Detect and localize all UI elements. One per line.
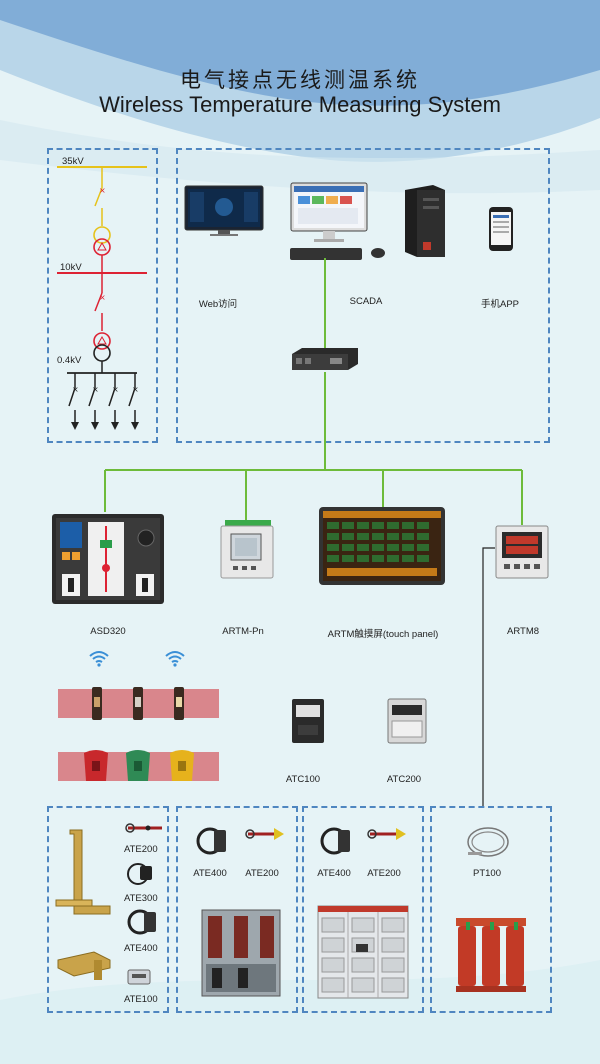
- sensor-box-3: [302, 806, 424, 1013]
- label-box2-ate400: ATE400: [193, 868, 227, 879]
- title-chinese: 电气接点无线测温系统: [180, 68, 420, 92]
- title-english: Wireless Temperature Measuring System: [99, 92, 501, 117]
- label-artm-pn: ARTM-Pn: [222, 626, 264, 637]
- label-artm-touch: ARTM触摸屏(touch panel): [327, 629, 439, 640]
- asd320-device-icon: [52, 514, 164, 604]
- label-10kv: 10kV: [60, 262, 82, 273]
- label-atc200: ATC200: [386, 774, 422, 785]
- label-box3-ate200: ATE200: [367, 868, 401, 879]
- svg-text:×: ×: [132, 385, 139, 394]
- label-box1-ate400: ATE400: [124, 943, 158, 954]
- label-35kv: 35kV: [62, 156, 84, 167]
- wifi-icon: [89, 651, 109, 667]
- label-04kv: 0.4kV: [57, 355, 82, 366]
- label-box1-ate100: ATE100: [124, 994, 158, 1005]
- ate200-probe-icon: [245, 828, 284, 840]
- label-atc100: ATC100: [285, 774, 321, 785]
- atc200-device-icon: [387, 698, 427, 744]
- label-box1-ate200: ATE200: [124, 844, 158, 855]
- label-box1-ate300: ATE300: [124, 893, 158, 904]
- single-line-diagram: × × × × × ×: [57, 166, 147, 430]
- mobile-phone-icon: [489, 207, 513, 251]
- svg-text:×: ×: [112, 385, 119, 394]
- label-pt100: PT100: [473, 868, 501, 879]
- gateway-device-icon: [292, 348, 358, 370]
- ate400-sensor-icon: [196, 827, 226, 855]
- label-app: 手机APP: [480, 299, 520, 310]
- wifi-icon: [165, 651, 185, 667]
- ate200-probe-icon: [367, 828, 406, 840]
- label-web: Web访问: [198, 299, 238, 310]
- svg-text:×: ×: [72, 385, 79, 394]
- artm-pn-device-icon: [220, 520, 274, 579]
- svg-text:×: ×: [92, 385, 99, 394]
- label-box3-ate400: ATE400: [317, 868, 351, 879]
- label-artm8: ARTM8: [506, 626, 540, 637]
- server-tower-icon: [405, 185, 445, 257]
- atc100-device-icon: [292, 699, 324, 743]
- scada-computer-icon: [290, 182, 385, 260]
- busbar-bracket-icon: [55, 829, 111, 915]
- svg-text:×: ×: [99, 186, 106, 195]
- ate400-sensor-icon: [320, 827, 350, 855]
- pt100-probe-icon: [467, 827, 509, 857]
- artm8-device-icon: [495, 525, 549, 579]
- single-line-diagram-box: [47, 148, 158, 443]
- monitoring-system-box: [176, 148, 550, 443]
- label-asd320: ASD320: [90, 626, 126, 637]
- sensor-modules: [84, 750, 194, 781]
- ate100-sensor-icon: [127, 969, 151, 985]
- label-scada: SCADA: [349, 296, 383, 307]
- web-monitor-icon: [184, 185, 264, 236]
- sensor-box-4: [430, 806, 552, 1013]
- label-box2-ate200: ATE200: [245, 868, 279, 879]
- switchgear-cabinet-icon: [317, 905, 409, 999]
- ate400-sensor-icon: [127, 909, 156, 935]
- wireless-sensor-clips: [92, 687, 184, 720]
- artm-touch-panel-icon: [319, 507, 445, 585]
- sensor-box-2: [176, 806, 298, 1013]
- dry-transformer-icon: [456, 918, 526, 992]
- sensor-box-1: [47, 806, 169, 1013]
- busbar-plate-icon: [57, 951, 111, 980]
- svg-text:×: ×: [99, 293, 106, 302]
- vacuum-breaker-icon: [201, 909, 281, 997]
- ate300-sensor-icon: [127, 863, 152, 885]
- ate200-probe-icon: [125, 823, 162, 833]
